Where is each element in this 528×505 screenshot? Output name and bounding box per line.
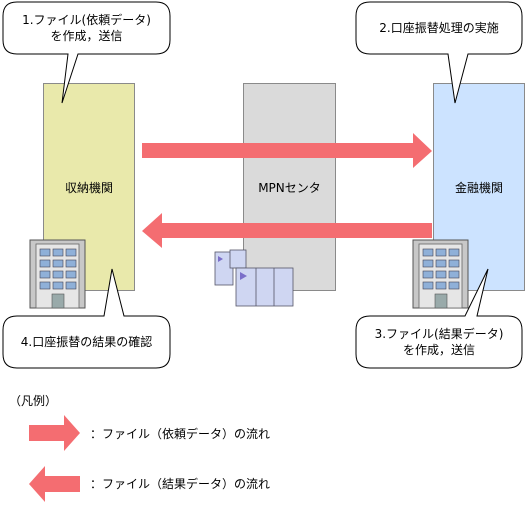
callout-step2: 2.口座振替処理の実施 (356, 20, 522, 36)
callout-step3-line1: 3.ファイル(結果データ) (374, 327, 504, 341)
legend-result-arrow-icon (29, 466, 80, 502)
callout-step1-line1: 1.ファイル(依頼データ) (22, 13, 151, 27)
building-icon (29, 239, 86, 309)
result-flow-arrow (142, 213, 432, 248)
callout-step2-line1: 2.口座振替処理の実施 (379, 21, 499, 35)
callout-step3-shape (355, 268, 523, 369)
legend-result-flow-label: ：ファイル（結果データ）の流れ (90, 477, 271, 491)
callout-step1: 1.ファイル(依頼データ) を作成，送信 (3, 12, 170, 44)
legend-request-arrow-icon (29, 415, 80, 451)
callout-step4-shape (2, 268, 171, 369)
callout-step3-line2: を作成，送信 (402, 343, 475, 357)
request-flow-arrow (142, 133, 432, 168)
server-icon (214, 249, 294, 307)
callout-step4: 4.口座振替の結果の確認 (3, 334, 170, 350)
callout-step4-line1: 4.口座振替の結果の確認 (20, 335, 153, 349)
panel-mpn-center: MPNセンタ (243, 83, 336, 291)
legend-request-flow-label: ：ファイル（依頼データ）の流れ (90, 427, 271, 441)
building-icon (412, 239, 469, 309)
panel-label-left: 収納機関 (64, 180, 113, 195)
panel-label-right: 金融機関 (454, 180, 503, 195)
panel-label-center: MPNセンタ (258, 180, 321, 195)
callout-step3: 3.ファイル(結果データ) を作成，送信 (356, 326, 522, 358)
legend-title: （凡例） (9, 394, 58, 408)
callout-step2-shape (355, 1, 523, 104)
callout-step1-shape (2, 1, 171, 104)
callout-step1-line2: を作成，送信 (50, 29, 123, 43)
